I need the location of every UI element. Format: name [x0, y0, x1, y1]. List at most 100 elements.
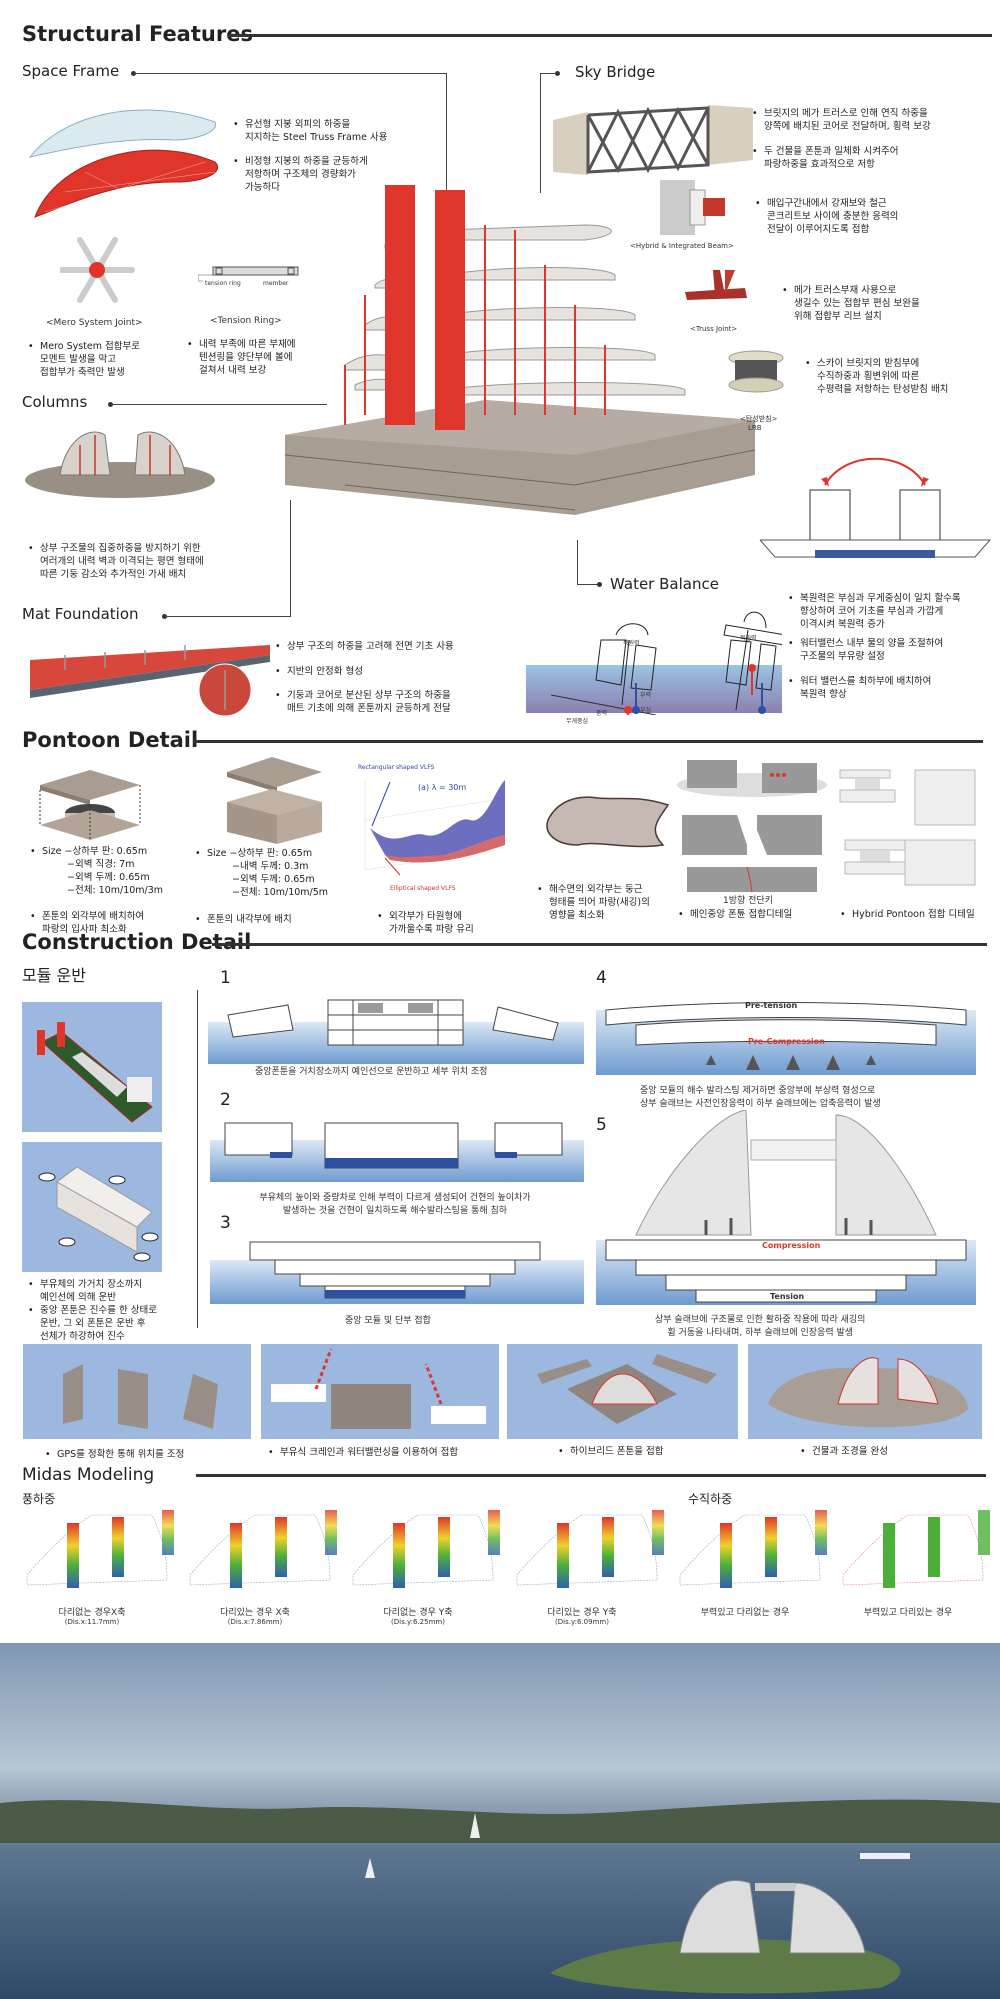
hybrid-beam-image — [660, 180, 725, 235]
sequence-caption-2: 부유식 크레인과 워터밸런싱을 이용하여 접합 — [268, 1446, 458, 1459]
wind-load-title: 풍하중 — [22, 1492, 56, 1506]
midas-caption: 다리있는 경우 Y축 — [547, 1608, 617, 1618]
midas-caption: 부력있고 다리있는 경우 — [863, 1608, 953, 1618]
section-title-structural: Structural Features — [22, 22, 253, 46]
midas-caption: 다리없는 경우X축 — [58, 1608, 126, 1618]
step-4-diagram — [605, 1002, 967, 1070]
midas-model-5: 부력있고 다리없는 경우 — [675, 1505, 830, 1635]
sequence-caption-4: 건물과 조경을 완성 — [800, 1445, 888, 1458]
midas-model-plot — [842, 1510, 990, 1588]
vertical-load-title: 수직하중 — [688, 1492, 733, 1506]
pontoon-b-bullet: 폰툰의 내각부에 배치 — [195, 913, 292, 926]
space-frame-image — [28, 109, 218, 218]
space-frame-label: Space Frame — [22, 62, 120, 80]
step-2-number: 2 — [220, 1090, 231, 1110]
restoring-force-label-2: 복원력 — [740, 635, 757, 642]
mat-bullet-1: 상부 구조의 하중을 고려해 전면 기초 사용 — [275, 640, 454, 653]
tension-label: Tension — [770, 1292, 805, 1301]
columns-label: Columns — [22, 393, 88, 411]
section-title-pontoon: Pontoon Detail — [22, 728, 199, 752]
vlfs-rect-label: Rectangular shaped VLFS — [358, 764, 435, 771]
structure-main-image — [285, 185, 756, 515]
module-ship-image — [22, 1002, 162, 1132]
tension-ring-image — [198, 266, 299, 282]
step-4-number: 4 — [596, 968, 607, 988]
sky-bridge-sway-diagram — [759, 457, 992, 558]
pontoon-a-size: Size −상하부 판: 0.65m−외벽 직경: 7m−외벽 두께: 0.65… — [30, 845, 163, 897]
pontoon-b-size: Size −상하부 판: 0.65m−내벽 두께: 0.3m−외벽 두께: 0.… — [195, 847, 328, 899]
mat-bullet-2: 지반의 안정화 형성 — [275, 665, 363, 678]
mero-label: <Mero System Joint> — [46, 318, 143, 328]
sky-bridge-truss-image — [553, 105, 753, 175]
hybrid-joint-bullet: Hybrid Pontoon 접합 디테일 — [840, 908, 975, 921]
lrb-label: <탄성받침> — [740, 415, 778, 423]
buoyancy-label: 부력 — [640, 692, 652, 699]
midas-displacement: (Dis.x:7.86mm) — [227, 1618, 283, 1626]
pontoon-a-image — [39, 770, 141, 840]
step-1-caption: 중앙폰툰을 거치장소까지 예인선으로 운반하고 세부 위치 조정 — [255, 1067, 488, 1077]
midas-model-plot — [352, 1510, 500, 1588]
tension-ring-tag: tension ring — [205, 280, 241, 287]
pontoon-shape-image — [546, 796, 670, 848]
mat-foundation-label: Mat Foundation — [22, 605, 139, 623]
midas-displacement: (Dis.y:6.25mm) — [391, 1618, 445, 1626]
vlfs-lambda-label: (a) λ = 30m — [418, 783, 467, 792]
vlfs-ellip-label: Elliptical shaped VLFS — [390, 885, 456, 892]
section-title-midas: Midas Modeling — [22, 1465, 155, 1485]
lrb-sub-label: LRB — [748, 424, 762, 432]
center-buoyancy-label: 부심 — [640, 707, 652, 714]
midas-displacement: (Dis.x:11.7mm) — [64, 1618, 120, 1626]
lrb-image — [728, 350, 784, 393]
columns-image — [25, 431, 215, 498]
mero-joint-image — [60, 237, 135, 303]
sequence-image-3 — [507, 1344, 738, 1439]
pre-tension-label: Pre-tension — [745, 1001, 798, 1010]
sequence-caption-3: 하이브리드 폰툰을 접합 — [558, 1445, 663, 1458]
step-5-diagram — [605, 1110, 967, 1303]
midas-model-4: 다리있는 경우 Y축 (Dis.y:6.09mm) — [512, 1505, 667, 1635]
compression-label: Compression — [762, 1241, 821, 1250]
hybrid-beam-label: <Hybrid & Integrated Beam> — [630, 242, 734, 250]
midas-model-3: 다리없는 경우 Y축 (Dis.y:6.25mm) — [348, 1505, 503, 1635]
water-balance-diagram — [550, 611, 782, 715]
midas-model-plot — [516, 1510, 664, 1588]
sequence-caption-1: GPS를 정확한 통해 위치를 조정 — [45, 1448, 184, 1461]
module-tugboat-image — [22, 1142, 162, 1272]
rendering-photo — [0, 1643, 1000, 1999]
tension-ring-label: <Tension Ring> — [210, 316, 282, 326]
main-joint-bullet: 메인중앙 폰튠 접합디테일 — [678, 908, 792, 921]
pontoon-b-image — [227, 757, 322, 844]
midas-model-plot — [679, 1510, 827, 1588]
midas-model-6: 부력있고 다리있는 경우 — [838, 1505, 993, 1635]
shear-key-label: 1방향 전단키 — [723, 896, 773, 906]
water-balance-label: Water Balance — [610, 575, 719, 593]
truss-joint-label: <Truss Joint> — [690, 325, 738, 333]
pre-compression-label: Pre-Compression — [748, 1037, 825, 1046]
truss-joint-image — [685, 270, 747, 300]
midas-model-plot — [189, 1510, 337, 1588]
member-tag: member — [263, 280, 289, 287]
sequence-image-1 — [23, 1344, 251, 1439]
midas-model-2: 다리있는 경우 X축 (Dis.x:7.86mm) — [185, 1505, 340, 1635]
step-2-diagram — [224, 1122, 563, 1169]
gravity-label: 중력 — [596, 710, 608, 717]
step-5-number: 5 — [596, 1115, 607, 1135]
center-gravity-label: 무게중심 — [566, 718, 589, 725]
step-3-diagram — [249, 1241, 541, 1299]
vlfs-wave-chart — [364, 780, 505, 876]
midas-displacement: (Dis.y:6.09mm) — [555, 1618, 609, 1626]
